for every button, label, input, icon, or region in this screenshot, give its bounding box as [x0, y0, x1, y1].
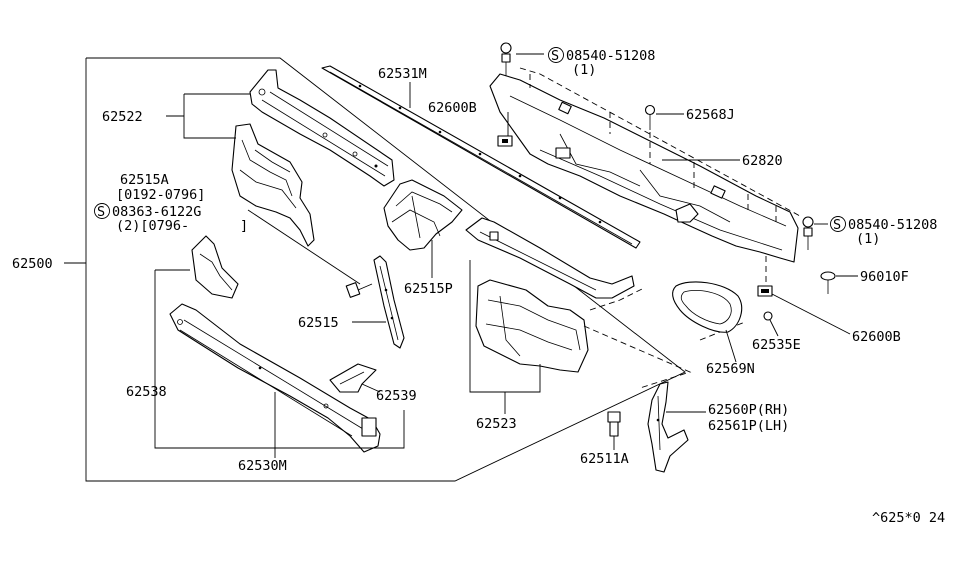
- label-62600B-right: 62600B: [852, 329, 901, 345]
- label-08540-right: 08540-51208: [848, 217, 937, 233]
- leader-62569N: [725, 329, 737, 363]
- label-62515: 62515: [298, 315, 339, 331]
- part-62522-duct: [231, 123, 315, 247]
- label-62535E: 62535E: [752, 337, 801, 353]
- label-62515A-date: [0192-0796]: [116, 187, 205, 203]
- label-08540-top: 08540-51208: [566, 48, 655, 64]
- label-62530M: 62530M: [238, 458, 287, 474]
- part-screw-62568J: [644, 104, 656, 130]
- label-08540-right-qty: (1): [856, 231, 880, 247]
- label-62561P: 62561P(LH): [708, 418, 789, 434]
- label-62531M: 62531M: [378, 66, 427, 82]
- label-62515P: 62515P: [404, 281, 453, 297]
- part-62531M: [321, 65, 641, 249]
- label-62539: 62539: [376, 388, 417, 404]
- part-62515: [373, 255, 405, 349]
- symbol-s-left: S: [97, 204, 105, 220]
- part-bolt-08363: [345, 282, 373, 298]
- part-62530M: [169, 303, 381, 453]
- part-62522: [249, 69, 395, 187]
- part-62569N: [671, 281, 743, 333]
- part-62538: [191, 235, 239, 299]
- label-62569N: 62569N: [706, 361, 755, 377]
- leader-62522-b: [183, 94, 236, 139]
- label-62523: 62523: [476, 416, 517, 432]
- part-bolt-62511A: [607, 411, 621, 437]
- part-screw-62535E: [763, 311, 773, 321]
- label-08363-qty: (2)[0796-: [116, 218, 189, 234]
- dash-62820-top: [519, 67, 801, 217]
- dash-1: [589, 287, 645, 311]
- symbol-circle-left: [94, 203, 110, 219]
- label-62500: 62500: [12, 256, 53, 272]
- leader-62600B-right: [771, 293, 851, 335]
- label-08363-close: ]: [240, 218, 248, 234]
- part-62515P: [383, 179, 463, 251]
- label-62560P: 62560P(RH): [708, 402, 789, 418]
- label-08363: 08363-6122G: [112, 204, 201, 220]
- label-62600B-top: 62600B: [428, 100, 477, 116]
- label-62820: 62820: [742, 153, 783, 169]
- part-screw-08540-top: [500, 42, 512, 76]
- dash-2: [583, 325, 692, 389]
- leader-08363: [247, 209, 361, 285]
- part-62560P: [647, 381, 689, 473]
- diagram-code: ^625*0 24: [872, 510, 945, 526]
- leader-62539: [361, 383, 381, 393]
- label-62515A: 62515A: [120, 172, 169, 188]
- part-62523-top: [465, 217, 635, 299]
- label-96010F: 96010F: [860, 269, 909, 285]
- part-62523-panel: [475, 279, 589, 373]
- part-clip-62600B-top: [497, 135, 513, 147]
- symbol-s-right: S: [833, 217, 841, 233]
- label-08540-top-qty: (1): [572, 62, 596, 78]
- symbol-s-top: S: [551, 48, 559, 64]
- part-96010F: [820, 271, 836, 294]
- part-clip-62600B-right: [757, 285, 773, 297]
- leader-62538-box: [154, 270, 405, 449]
- label-62538: 62538: [126, 384, 167, 400]
- leader-62535E: [769, 319, 779, 337]
- part-62539: [329, 363, 377, 393]
- symbol-circle-right: [830, 216, 846, 232]
- symbol-circle-top: [548, 47, 564, 63]
- label-62568J: 62568J: [686, 107, 735, 123]
- label-62511A: 62511A: [580, 451, 629, 467]
- part-screw-08540-right: [802, 216, 814, 250]
- assembly-outline: [85, 57, 686, 482]
- part-62820: [489, 73, 799, 263]
- label-62522: 62522: [102, 109, 143, 125]
